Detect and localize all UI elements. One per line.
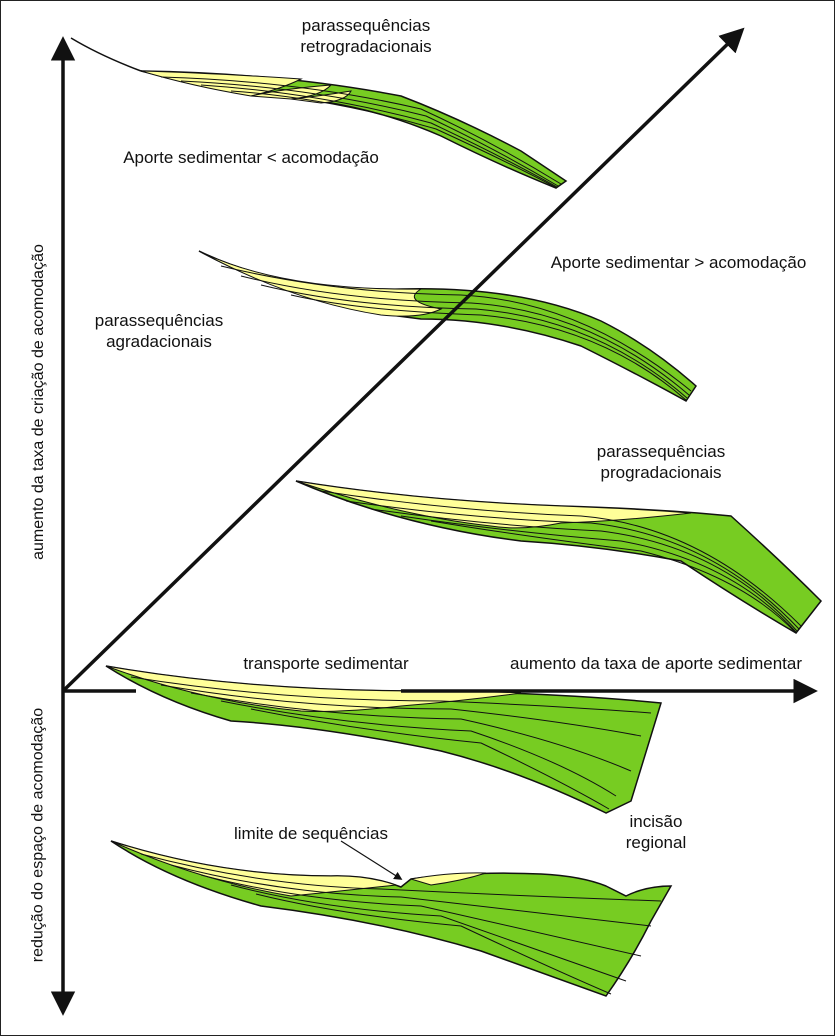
agrad-line2: agradacionais: [89, 331, 229, 352]
label-progradational: parassequências progradacionais: [591, 441, 731, 483]
incisao-line2: regional: [611, 832, 701, 853]
prog-line2: progradacionais: [591, 462, 731, 483]
incisao-line1: incisão: [611, 811, 701, 832]
label-aporte-maior: Aporte sedimentar > acomodação: [546, 252, 811, 273]
retro-line1: parassequências: [296, 15, 436, 36]
agrad-line1: parassequências: [89, 310, 229, 331]
retro-line2: retrogradacionais: [296, 36, 436, 57]
label-transporte: transporte sedimentar: [236, 653, 416, 674]
wedge-forced-regression: [106, 666, 661, 813]
label-limite: limite de sequências: [226, 823, 396, 844]
wedge-incision: [111, 841, 671, 996]
wedge-aggradational: [199, 251, 696, 401]
label-aporte-menor: Aporte sedimentar < acomodação: [111, 147, 391, 168]
label-retrogradational: parassequências retrogradacionais: [296, 15, 436, 57]
label-y-axis-down: redução do espaço de acomodação: [30, 693, 52, 978]
wedge-progradational: [296, 481, 821, 633]
label-x-axis: aumento da taxa de aporte sedimentar: [506, 653, 806, 674]
label-y-axis-up: aumento da taxa de criação de acomodação: [30, 237, 52, 567]
label-incisao: incisão regional: [611, 811, 701, 853]
prog-line1: parassequências: [591, 441, 731, 462]
label-aggradational: parassequências agradacionais: [89, 310, 229, 352]
